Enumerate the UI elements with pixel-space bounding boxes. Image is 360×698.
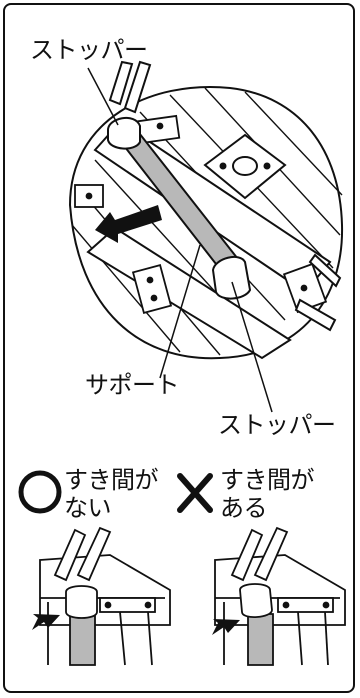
bad-detail-illustration — [214, 526, 346, 666]
bad-pointer-arrow — [212, 619, 240, 635]
bad-legend-line2: ある — [220, 494, 268, 522]
stopper-top-label: ストッパー — [30, 36, 148, 64]
leader-lines — [87, 67, 273, 413]
support-label: サポート — [85, 371, 180, 399]
good-circle-icon — [18, 470, 62, 514]
stopper-bottom-label: ストッパー — [218, 411, 336, 439]
bad-cross-icon — [177, 473, 213, 513]
good-detail-illustration — [39, 526, 171, 666]
direction-arrow — [95, 205, 162, 243]
center-plate — [203, 133, 287, 200]
bad-legend-line1: すき間が — [220, 466, 315, 494]
leg-tubes — [108, 60, 342, 332]
support-bar — [107, 116, 252, 300]
good-legend-line1: すき間が — [64, 466, 159, 494]
good-pointer-arrow — [32, 614, 60, 630]
good-legend-line2: ない — [64, 494, 112, 522]
